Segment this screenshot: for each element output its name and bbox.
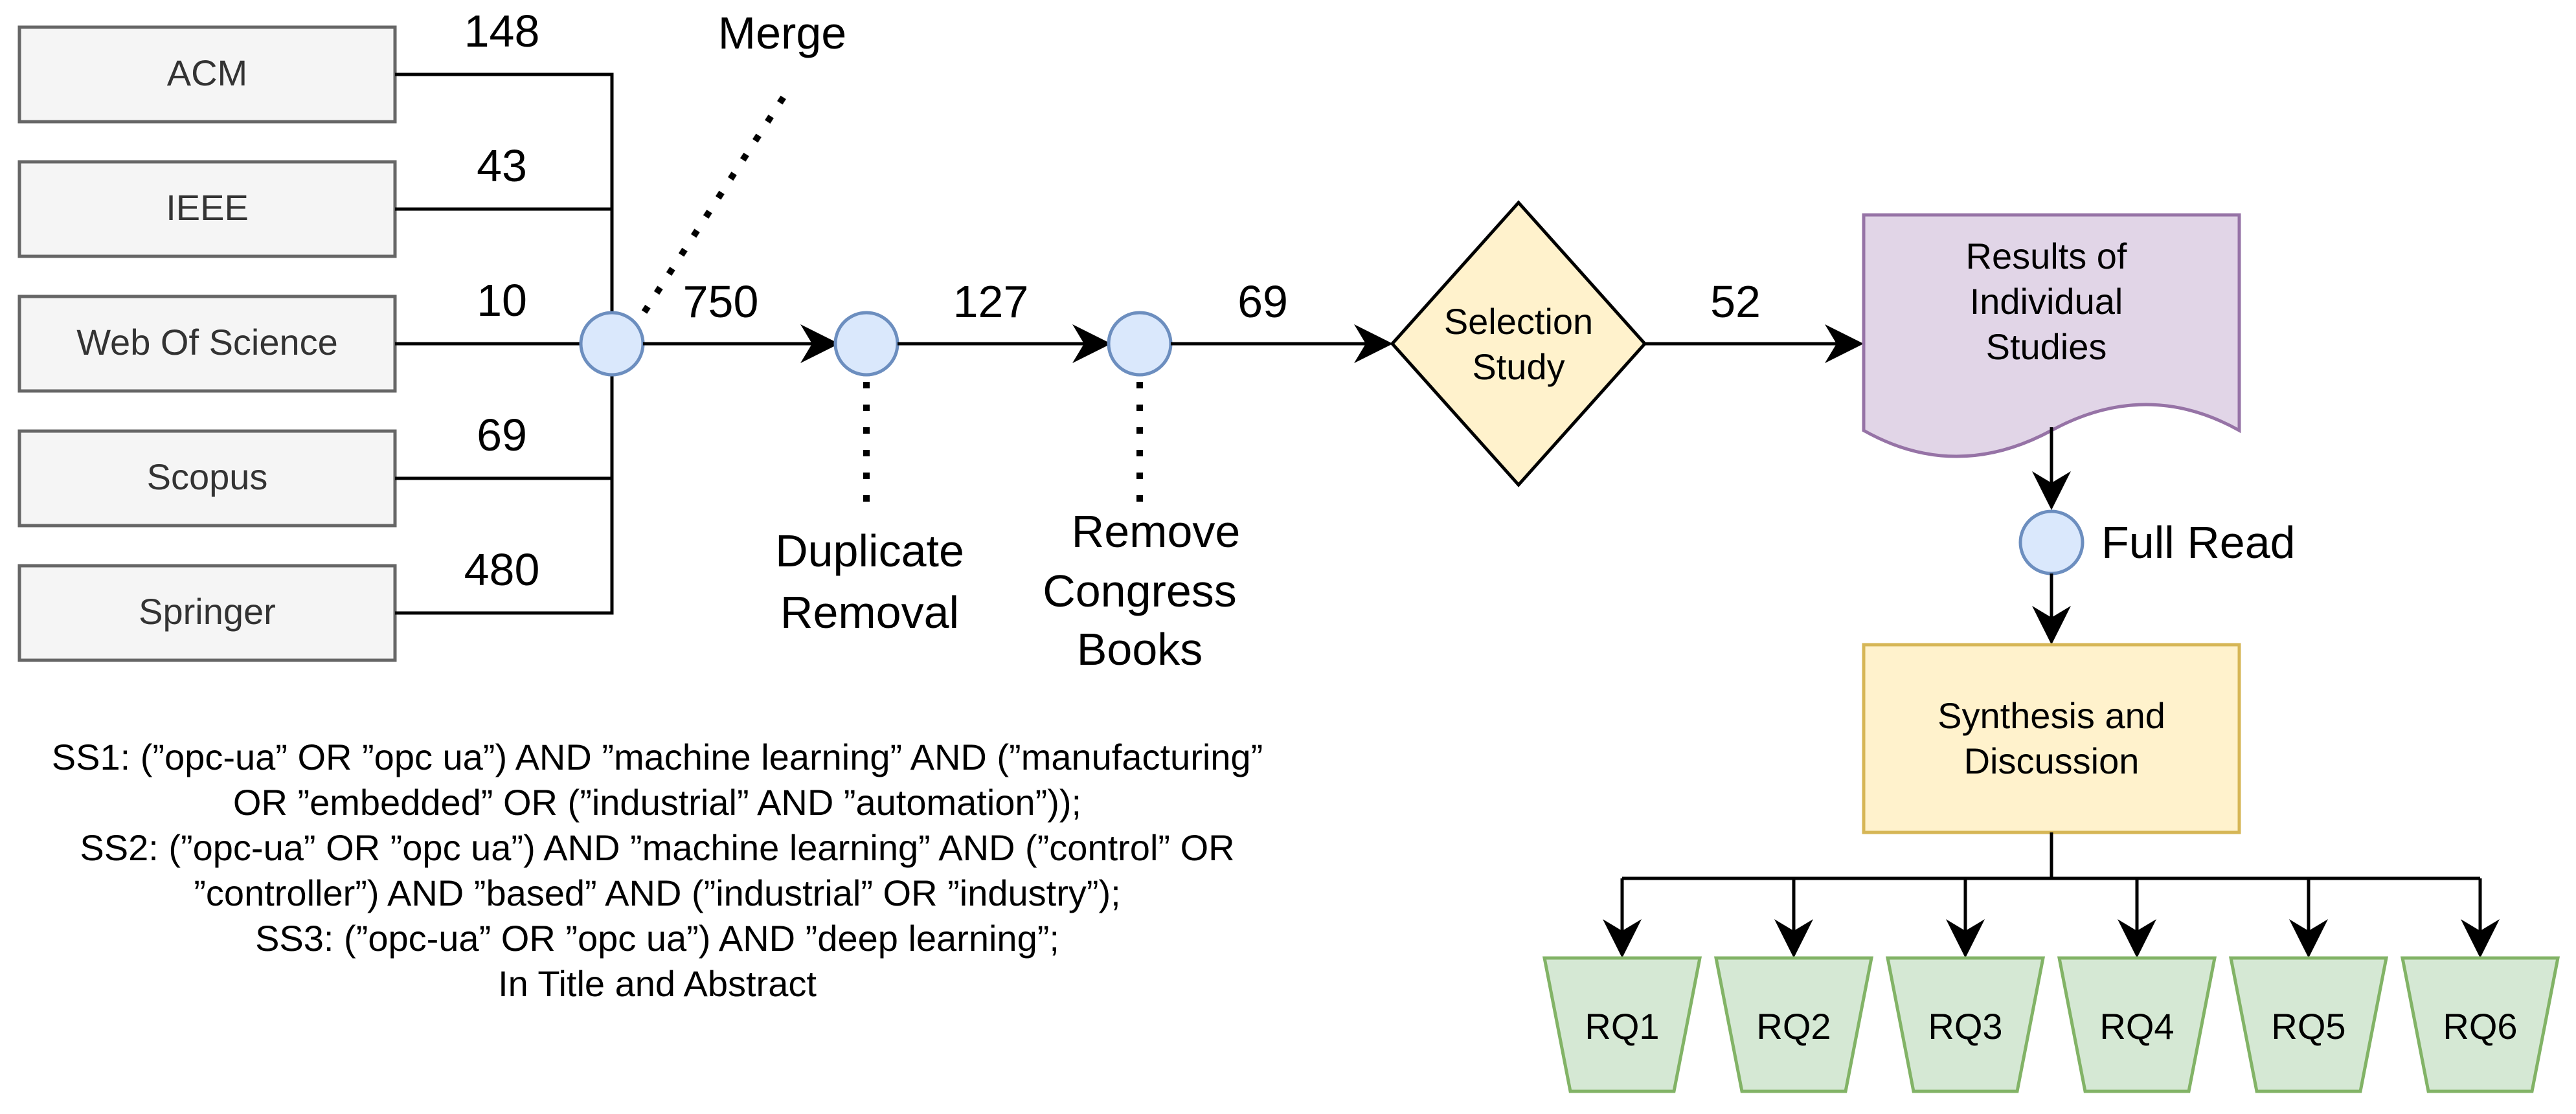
count-merged: 750: [683, 276, 759, 327]
search-string-line: SS2: (”opc-ua” OR ”opc ua”) AND ”machine…: [80, 827, 1235, 868]
count-ieee: 43: [477, 140, 527, 191]
remove-congress-label-line3: Books: [1077, 624, 1203, 674]
rq-6: RQ6: [2400, 956, 2560, 1093]
duplicate-removal-node: [833, 311, 899, 377]
rq-label: RQ1: [1585, 1006, 1659, 1047]
source-label: Web Of Science: [76, 322, 338, 362]
count-after-duplicates: 127: [953, 276, 1029, 327]
results-label-line2: Individual: [1970, 281, 2123, 322]
results-label-line1: Results of: [1966, 236, 2127, 276]
count-after-congress: 69: [1237, 276, 1288, 327]
search-string-line: SS3: (”opc-ua” OR ”opc ua”) AND ”deep le…: [255, 918, 1059, 959]
source-acm: ACM: [17, 25, 397, 124]
source-label: IEEE: [166, 187, 249, 228]
duplicate-removal-label-line2: Removal: [780, 587, 959, 638]
selection-label-line1: Selection: [1444, 301, 1593, 342]
synthesis-label-line2: Discussion: [1964, 741, 2140, 781]
source-label: ACM: [167, 52, 247, 93]
remove-congress-node: [1107, 311, 1173, 377]
count-springer: 480: [464, 544, 540, 595]
rq-label: RQ4: [2099, 1006, 2174, 1047]
rq-label: RQ5: [2271, 1006, 2345, 1047]
rq-2: RQ2: [1713, 956, 1874, 1093]
rq-label: RQ2: [1756, 1006, 1831, 1047]
search-string-line: SS1: (”opc-ua” OR ”opc ua”) AND ”machine…: [51, 737, 1263, 777]
rq-connectors: [1603, 832, 2500, 958]
synthesis-label-line1: Synthesis and: [1938, 695, 2165, 736]
rq-label: RQ6: [2443, 1006, 2517, 1047]
source-springer: Springer: [17, 564, 397, 662]
source-web-of-science: Web Of Science: [17, 295, 397, 393]
search-string-line: ”controller”) AND ”based” AND (”industri…: [194, 873, 1121, 913]
count-acm: 148: [464, 6, 540, 56]
rq-label: RQ3: [1928, 1006, 2002, 1047]
merge-label: Merge: [718, 8, 846, 58]
search-string-line: OR ”embedded” OR (”industrial” AND ”auto…: [232, 782, 1082, 823]
full-read-label: Full Read: [2101, 517, 2296, 568]
selection-label-line2: Study: [1472, 346, 1565, 387]
rq-4: RQ4: [2057, 956, 2217, 1093]
source-ieee: IEEE: [17, 160, 397, 258]
count-scopus: 69: [477, 410, 527, 460]
source-label: Scopus: [147, 456, 268, 497]
search-strings: SS1: (”opc-ua” OR ”opc ua”) AND ”machine…: [13, 735, 1302, 1007]
merge-node: [579, 311, 645, 377]
count-selected: 52: [1710, 276, 1761, 327]
rq-3: RQ3: [1885, 956, 2046, 1093]
duplicate-removal-label-line1: Duplicate: [775, 526, 964, 576]
source-connectors: [395, 72, 614, 615]
remove-congress-label-line2: Congress: [1043, 566, 1237, 616]
search-string-line: In Title and Abstract: [498, 963, 817, 1004]
rq-1: RQ1: [1542, 956, 1702, 1093]
source-scopus: Scopus: [17, 429, 397, 528]
rq-5: RQ5: [2228, 956, 2389, 1093]
count-web-of-science: 10: [477, 275, 527, 326]
source-label: Springer: [139, 591, 276, 632]
full-read-node: [2018, 509, 2085, 575]
results-label-line3: Studies: [1986, 326, 2107, 367]
remove-congress-label-line1: Remove: [1072, 506, 1241, 557]
synthesis-box: [1862, 643, 2241, 834]
selection-study-decision: [1390, 200, 1647, 487]
